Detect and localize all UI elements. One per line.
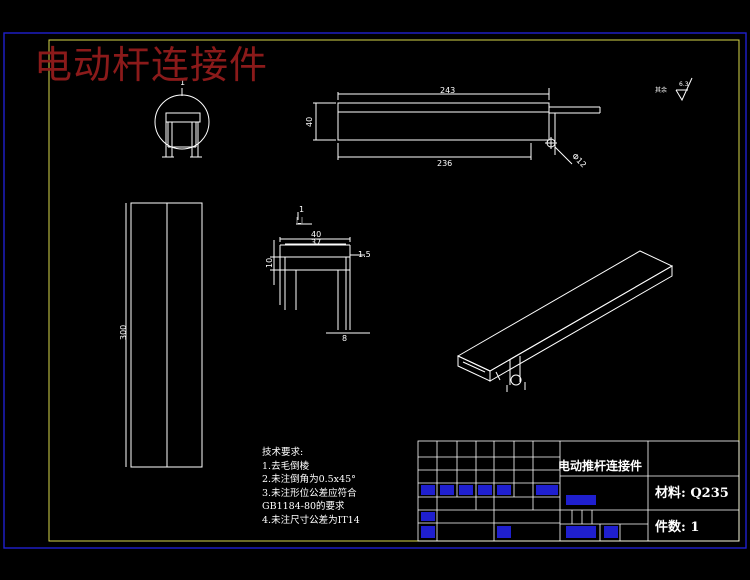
section-label: 1 — [180, 78, 185, 87]
iso-top-face — [456, 250, 674, 372]
dim-8: 8 — [342, 334, 347, 343]
section-top-bar — [165, 112, 201, 123]
tech-item-3: 3.未注形位公差应符合 — [262, 487, 357, 499]
material-value: Q235 — [690, 486, 729, 501]
quantity-value: 1 — [690, 520, 700, 535]
drawing-title: 电动杆连接件 — [34, 43, 269, 87]
dim-40-section: 40 — [311, 230, 321, 239]
view-lines — [125, 77, 693, 468]
dim-37: 37 — [311, 238, 321, 247]
roughness-value: 6.3 — [679, 81, 689, 88]
quantity-label: 件数: — [655, 520, 686, 535]
dim-40-top: 40 — [305, 117, 314, 127]
title-block-cells — [421, 485, 618, 538]
title-block-lines — [417, 440, 740, 542]
tech-item-1: 1.去毛倒棱 — [262, 460, 310, 472]
tech-item-5: 4.未注尺寸公差为IT14 — [262, 514, 360, 526]
material-label: 材料: — [655, 486, 686, 501]
tech-requirements: 技术要求: 1.去毛倒棱 2.未注倒角为0.5x45° 3.未注形位公差应符合 … — [262, 446, 360, 528]
section-mark-sub: |_| — [296, 217, 303, 224]
dim-300: 300 — [119, 325, 128, 340]
tech-item-2: 2.未注倒角为0.5x45° — [262, 474, 356, 486]
top-view-bar — [337, 102, 550, 141]
dim-243: 243 — [440, 86, 455, 95]
tech-heading: 技术要求: — [262, 447, 304, 458]
dim-10: 10 — [265, 258, 274, 268]
dim-dia12: Φ12 — [570, 152, 588, 170]
iso-hole — [510, 374, 522, 386]
iso-front-face — [457, 355, 491, 382]
tech-item-4: GB1184-80的要求 — [262, 501, 345, 513]
dim-236: 236 — [437, 159, 452, 168]
section-mark: 1 — [299, 205, 304, 214]
title-block-material: 材料: Q235 — [655, 482, 729, 501]
title-block-quantity: 件数: 1 — [655, 516, 699, 535]
inner-frame — [48, 39, 740, 542]
outer-frame — [3, 32, 747, 549]
dim-1-5: 1.5 — [358, 250, 371, 259]
roughness-label: 其余 — [655, 86, 667, 94]
title-block-part-name: 电动推杆连接件 — [558, 459, 643, 473]
iso-side-face — [489, 265, 673, 382]
